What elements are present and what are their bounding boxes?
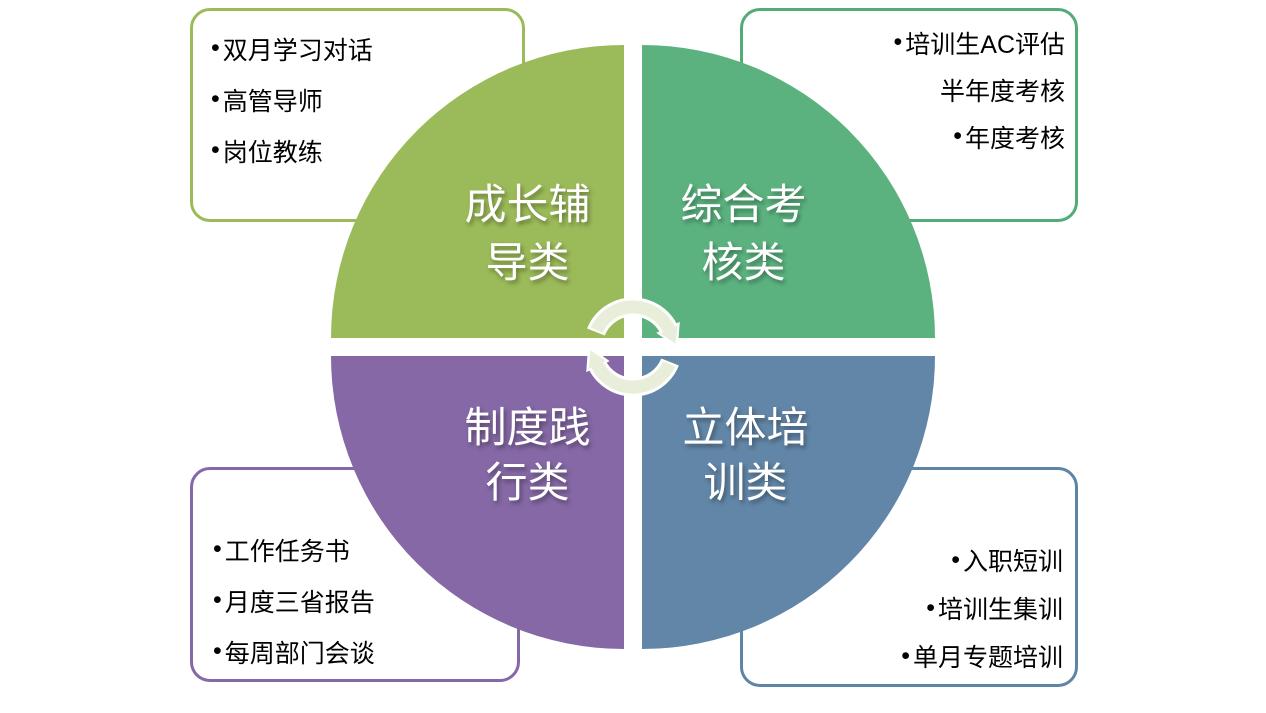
quadrant-label-growth-coaching: 成长辅 导类 [420,176,635,292]
list-item-text: 半年度考核 [939,77,1065,106]
list-item: •培训生AC评估 [753,19,1066,66]
bullet: • [213,535,222,563]
list-item-text: 单月专题培训 [912,644,1063,672]
quadrant-label-line: 成长辅 [464,181,591,228]
bullet: • [926,593,935,622]
bullet: • [211,34,220,62]
list-item: •月度三省报告 [213,575,507,626]
list-item: •年度考核 [753,113,1065,160]
cycle-arrows-icon [586,297,680,397]
bullet: • [893,28,903,56]
quadrant-label-comprehensive-assessment: 综合考 核类 [636,176,851,292]
list-item-text: 月度三省报告 [224,588,375,617]
bullet: • [951,545,960,574]
bullet: • [901,641,910,670]
quadrant-label-multi-training: 立体培 训类 [638,400,853,510]
cycle-arrow-bottom [586,345,679,397]
bullet: • [953,122,962,150]
bullet: • [211,136,220,164]
list-item-text: 培训生集训 [937,596,1063,624]
bullet: • [213,586,222,614]
cycle-arrow-top [587,297,680,349]
quadrant-label-line: 立体培 [682,404,809,451]
list-item: •每周部门会谈 [213,626,507,677]
list-item: •岗位教练 [211,125,512,176]
bullet: • [213,637,222,665]
list-item-text: 双月学习对话 [222,36,373,65]
list-item: •单月专题培训 [753,632,1063,680]
quadrant-label-line: 导类 [485,239,570,286]
list-item-text: 每周部门会谈 [224,639,375,668]
list-item: •高管导师 [211,74,512,125]
list-item: •双月学习对话 [211,23,512,74]
list-item-text: 入职短训 [962,548,1063,576]
quadrant-label-line: 制度践 [464,404,591,451]
list-item-text: 培训生AC评估 [905,30,1065,59]
quadrant-label-line: 训类 [703,459,788,506]
list-item-text: 工作任务书 [224,537,350,566]
quadrant-label-line: 核类 [701,239,786,286]
quadrant-label-system-practice: 制度践 行类 [420,400,635,510]
quadrant-label-line: 行类 [485,459,570,506]
list-item-text: 年度考核 [964,124,1065,153]
list-item: •培训生集训 [753,584,1063,632]
list-item: 半年度考核 [753,66,1065,113]
bullet: • [211,85,220,113]
list-item: •入职短训 [753,536,1063,584]
list-item: •工作任务书 [213,524,507,575]
list-item-text: 岗位教练 [222,138,323,167]
list-item-text: 高管导师 [222,87,323,116]
quadrant-label-line: 综合考 [680,181,807,228]
